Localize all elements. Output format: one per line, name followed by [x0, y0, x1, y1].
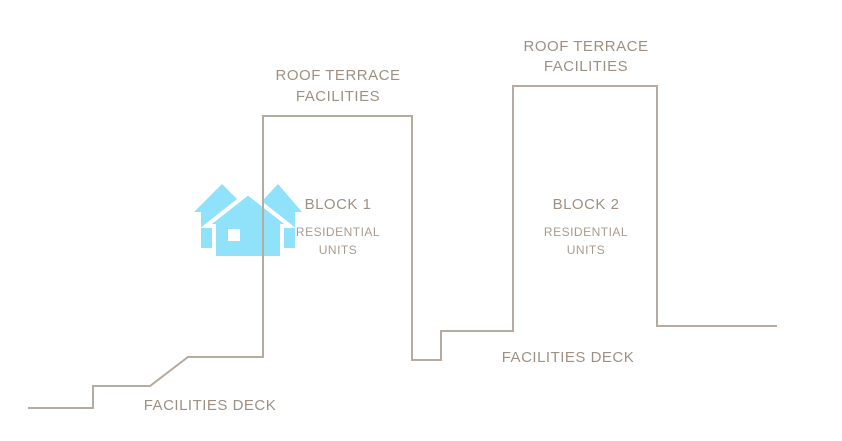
- block1-roof-label-1: ROOF TERRACE: [275, 67, 401, 84]
- block2-roof-label-2: FACILITIES: [543, 58, 629, 75]
- block1-deck-label: FACILITIES DECK: [143, 397, 277, 414]
- houses-icon: [194, 184, 302, 260]
- block1-desc-1: RESIDENTIAL: [295, 225, 381, 239]
- block2-name: BLOCK 2: [552, 196, 620, 213]
- building-outline: [28, 85, 777, 409]
- block2-desc-2: UNITS: [566, 243, 606, 257]
- block2-deck-label: FACILITIES DECK: [501, 349, 635, 366]
- block2-roof-label-1: ROOF TERRACE: [523, 38, 649, 55]
- block1-name: BLOCK 1: [304, 196, 372, 213]
- block1-roof-label-2: FACILITIES: [295, 88, 381, 105]
- block1-desc-2: UNITS: [318, 243, 358, 257]
- block2-desc-1: RESIDENTIAL: [543, 225, 629, 239]
